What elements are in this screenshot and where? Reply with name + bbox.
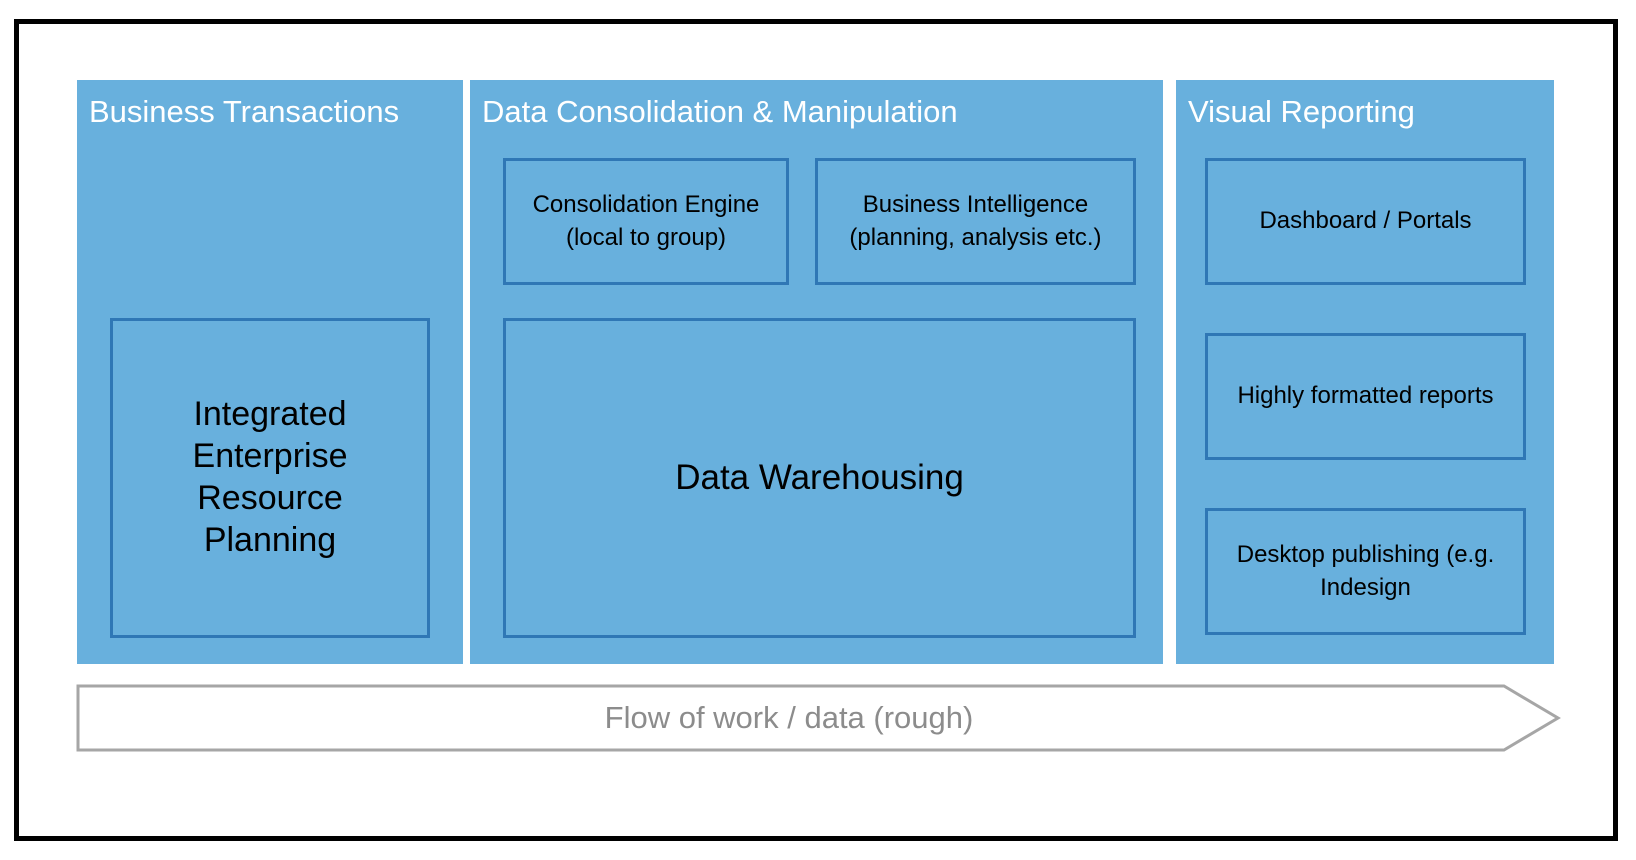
panel-visual-reporting: Visual Reporting Dashboard / Portals Hig…: [1176, 80, 1554, 664]
business-intelligence-box: Business Intelligence (planning, analysi…: [815, 158, 1136, 285]
flow-arrow: [76, 684, 1561, 752]
panel-title: Data Consolidation & Manipulation: [482, 94, 958, 129]
erp-box: Integrated Enterprise Resource Planning: [110, 318, 430, 638]
flow-arrow-label: Flow of work / data (rough): [604, 700, 974, 735]
panel-business-transactions: Business Transactions Integrated Enterpr…: [77, 80, 463, 664]
panel-title: Visual Reporting: [1188, 94, 1415, 129]
panel-data-consolidation: Data Consolidation & Manipulation Consol…: [470, 80, 1163, 664]
panel-title: Business Transactions: [89, 94, 400, 129]
consolidation-engine-box: Consolidation Engine (local to group): [503, 158, 789, 285]
desktop-publishing-box: Desktop publishing (e.g. Indesign: [1205, 508, 1526, 635]
formatted-reports-box: Highly formatted reports: [1205, 333, 1526, 460]
data-warehousing-box: Data Warehousing: [503, 318, 1136, 638]
dashboard-portals-box: Dashboard / Portals: [1205, 158, 1526, 285]
